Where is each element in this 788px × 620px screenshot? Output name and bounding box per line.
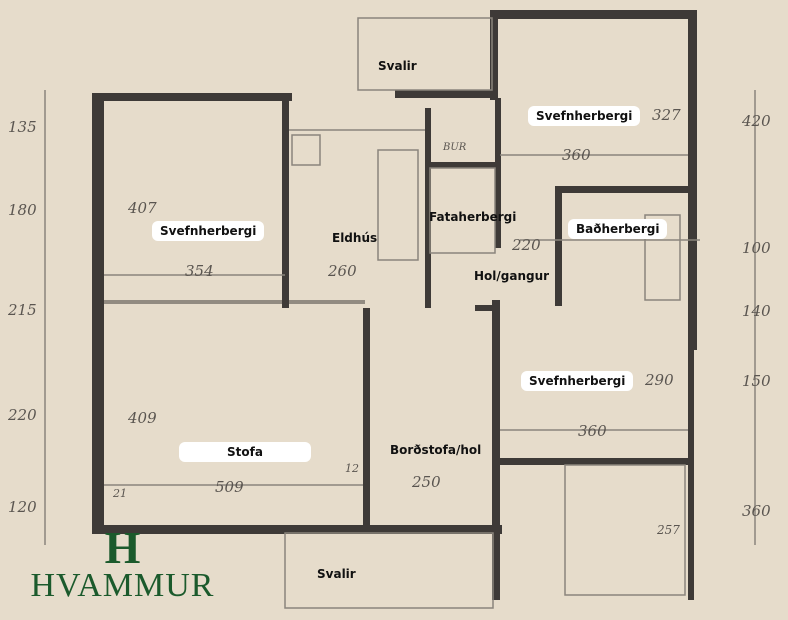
dim-left-2: 180 [8,201,37,219]
dimension-labels: 135 180 215 220 120 420 100 140 150 360 … [7,106,771,537]
dim-right-1: 420 [741,112,771,130]
walls [92,10,697,600]
room-svalir-top: Svalir [378,59,417,73]
room-stofa: Stofa [179,442,311,462]
dim-220: 220 [511,236,541,254]
dim-21: 21 [112,487,127,500]
room-svalir-bottom: Svalir [317,567,356,581]
room-badherbergi: Baðherbergi [568,219,668,239]
room-eldhus: Eldhús [332,231,378,245]
dim-left-3: 215 [7,301,37,319]
dim-327: 327 [652,106,681,124]
hvammur-logo: H HVAMMUR [10,522,235,604]
dim-360-bottom: 360 [578,422,607,440]
dim-right-3: 140 [742,302,771,320]
room-bordstofa-hol: Borðstofa/hol [390,443,482,457]
dim-407: 407 [127,199,157,217]
dim-12: 12 [345,462,359,475]
dim-right-5: 360 [742,502,771,520]
dim-left-5: 120 [8,498,37,516]
room-svefnherbergi-ne: Svefnherbergi [528,106,641,126]
dim-354: 354 [185,262,214,280]
room-svefnherbergi-w: Svefnherbergi [152,221,265,241]
dim-bur: BUR [442,142,467,153]
dim-250: 250 [411,473,441,491]
room-hol-gangur: Hol/gangur [474,269,550,283]
dim-509: 509 [215,478,244,496]
dim-left-1: 135 [8,118,37,136]
dim-left-4: 220 [7,406,37,424]
logo-mark: H [104,522,141,573]
dim-409: 409 [127,409,157,427]
dim-257: 257 [656,523,680,537]
logo-text: HVAMMUR [30,567,215,604]
dim-right-2: 100 [742,239,771,257]
thin-lines [44,17,756,609]
dim-260: 260 [327,262,357,280]
dim-360-top: 360 [562,146,591,164]
room-fataherbergi: Fataherbergi [429,210,517,224]
dim-290: 290 [644,371,674,389]
room-svefnherbergi-e: Svefnherbergi [521,371,634,391]
dim-right-4: 150 [742,372,771,390]
